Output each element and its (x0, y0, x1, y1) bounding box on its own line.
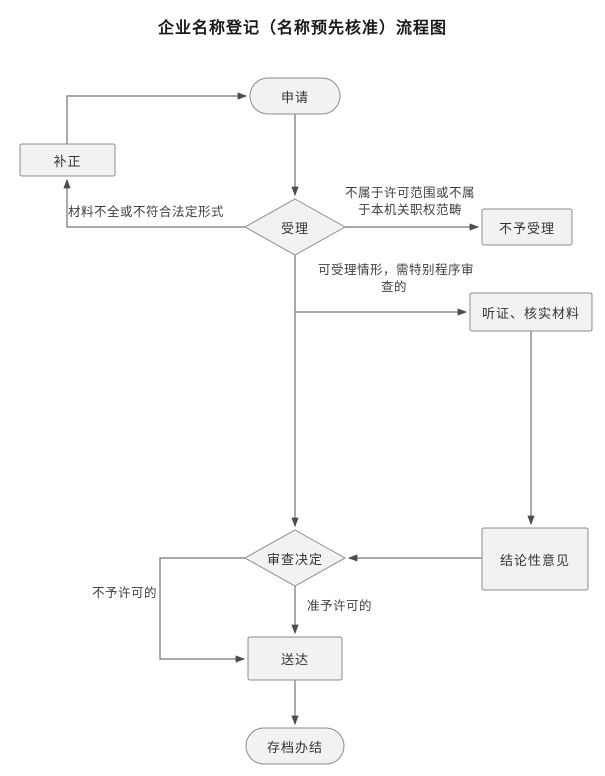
edge-label-permitted: 准予许可的 (307, 598, 373, 613)
edge-acceptance-to-correction (63, 178, 245, 228)
edge-label-special-review: 可受理情形，需特别程序审 查的 (318, 261, 475, 295)
node-reject-shape (481, 208, 573, 246)
edge-label-not-in-scope-line1: 不属于许可范围或不属 (344, 185, 475, 200)
node-correction-shape (19, 143, 116, 177)
node-apply-shape (249, 77, 341, 115)
node-archive-shape (245, 727, 345, 765)
edge-label-special-review-line1: 可受理情形，需特别程序审 (318, 262, 475, 277)
edge-correction-to-apply (66, 92, 248, 144)
node-acceptance-shape (243, 198, 347, 256)
node-hearing-shape (469, 292, 593, 332)
edge-label-not-in-scope-line2: 于本机关职权范畴 (357, 202, 462, 217)
node-delivery-shape (247, 636, 343, 681)
edge-label-not-in-scope: 不属于许可范围或不属 于本机关职权范畴 (344, 184, 476, 218)
edge-label-incomplete-materials: 材料不全或不符合法定形式 (68, 204, 225, 219)
node-conclusion-shape (481, 527, 589, 591)
node-decision-shape (243, 529, 347, 587)
edge-label-special-review-line2: 查的 (380, 279, 407, 294)
page-title: 企业名称登记（名称预先核准）流程图 (157, 18, 447, 37)
edge-label-not-permitted: 不予许可的 (92, 585, 158, 600)
edge-decision-to-delivery-denied (159, 557, 246, 663)
